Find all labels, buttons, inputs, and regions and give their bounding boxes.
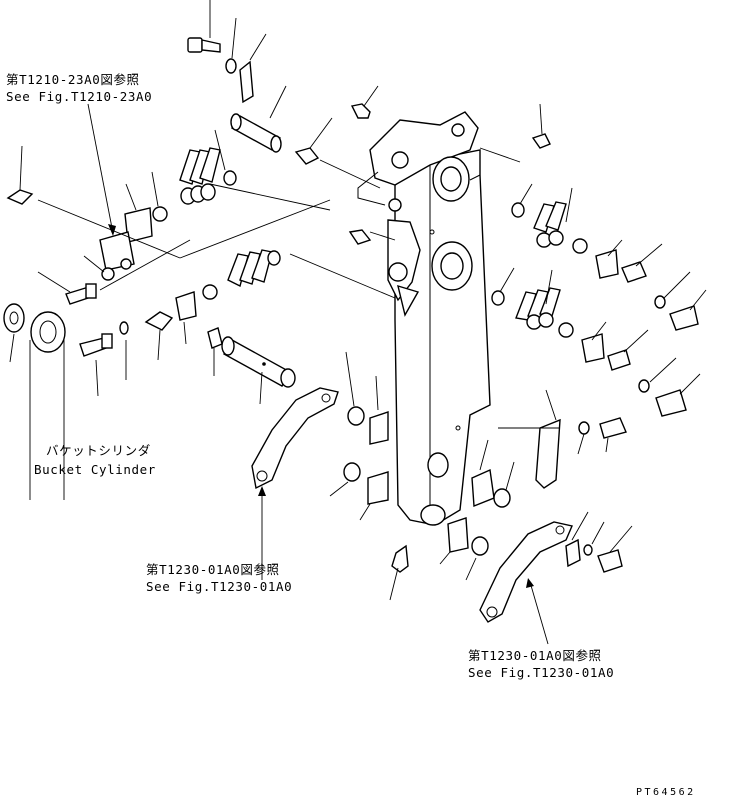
- bolt-bottom-right: [565, 511, 633, 573]
- top-bolt: [187, 0, 267, 104]
- pin-roller: [230, 85, 287, 153]
- bolt-left: [37, 271, 97, 305]
- bucket-cylinder-en: Bucket Cylinder: [34, 462, 156, 477]
- washer-left: [3, 303, 25, 363]
- ref-mid-ja: 第T1230-01A0図参照: [146, 562, 280, 577]
- bushings: [329, 351, 515, 581]
- bucket-cylinder-eye: [29, 311, 66, 500]
- bracket-right: [498, 389, 627, 489]
- shim-stack-left: [179, 129, 237, 205]
- link-bar-left: [251, 387, 339, 490]
- shim-stack-mid: [227, 249, 281, 288]
- ref-right-ja: 第T1230-01A0図参照: [468, 648, 602, 663]
- grease-fitting-mid: [144, 311, 174, 361]
- long-pin: [207, 327, 296, 405]
- ref-mid-en: See Fig.T1230-01A0: [146, 579, 292, 594]
- drawing-number: PT64562: [636, 787, 696, 798]
- ref-top-left-ja: 第T1210-23A0図参照: [6, 72, 140, 87]
- plate-right-lower: [581, 321, 701, 417]
- callout-bucket-cylinder: バケットシリンダ Bucket Cylinder: [34, 443, 156, 477]
- callout-ref-right: 第T1230-01A0図参照 See Fig.T1230-01A0: [468, 648, 614, 680]
- leader-lines: [37, 103, 549, 645]
- plate-mid: [175, 284, 218, 345]
- arm-body: [357, 111, 491, 526]
- ref-top-left-en: See Fig.T1210-23A0: [6, 89, 152, 104]
- bolt-left-2: [79, 321, 129, 397]
- bucket-cylinder-ja: バケットシリンダ: [46, 443, 151, 458]
- shim-stack-right-lower: [491, 267, 574, 338]
- callout-ref-mid: 第T1230-01A0図参照 See Fig.T1230-01A0: [146, 562, 292, 594]
- plate-right-upper: [595, 239, 707, 331]
- grease-fitting-top: [6, 85, 551, 601]
- left-plate-assembly: [83, 171, 168, 281]
- callout-ref-top-left: 第T1210-23A0図参照 See Fig.T1210-23A0: [6, 72, 152, 104]
- shim-stack-right-upper: [511, 183, 588, 254]
- link-bar-right: [479, 521, 573, 623]
- ref-right-en: See Fig.T1230-01A0: [468, 665, 614, 680]
